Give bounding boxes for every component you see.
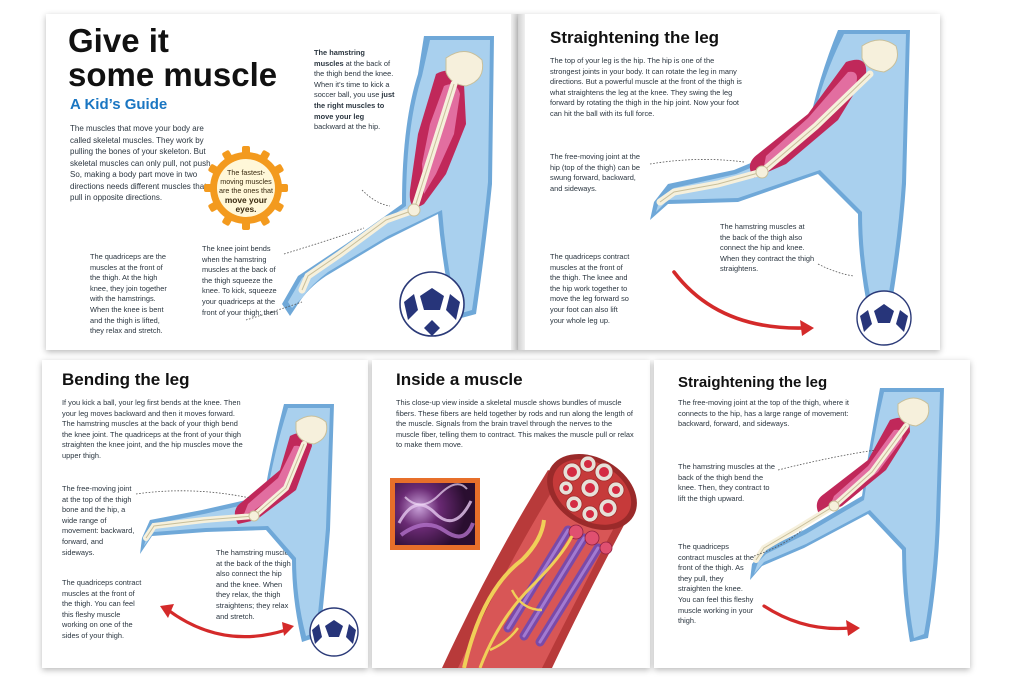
hamstring-callout-b1: The hamstring muscles — [314, 48, 365, 68]
intro-text: The muscles that move your body are call… — [70, 124, 213, 202]
leg-illustration-kick-back — [245, 36, 494, 337]
leg-illustration-straighten — [750, 388, 944, 642]
hamstring-callout: The hamstring muscles at the back of the… — [314, 48, 396, 133]
gear-icon — [204, 146, 288, 230]
intro-text: If you kick a ball, your leg first bends… — [62, 398, 243, 460]
page-title: Straightening the leg — [678, 374, 828, 391]
hamstring-callout-b2: just the right muscles to move your leg — [314, 90, 395, 121]
quad-callout: The quadriceps contract muscles at the f… — [550, 252, 630, 325]
muscle-cross-section-illustration — [442, 454, 637, 668]
page-title: Bending the leg — [62, 370, 190, 389]
hamstring-callout-t2: backward at the hip. — [314, 122, 381, 132]
gear-fact-bold: move your eyes. — [224, 194, 268, 214]
page-subtitle: A Kid’s Guide — [70, 96, 168, 113]
straighten-arrow-icon — [762, 604, 852, 631]
gear-fact-pre: The fastest-moving muscles are the ones … — [219, 168, 273, 196]
quadriceps-callout: The quadriceps are the muscles at the fr… — [90, 252, 167, 336]
intro-text: The top of your leg is the hip. The hip … — [550, 56, 742, 118]
page-straightening-leg-top: Straightening the leg The top of your le… — [518, 14, 940, 350]
microscope-photo — [390, 478, 480, 550]
bend-arrow-icon — [166, 608, 288, 639]
hamstring-callout: The hamstring muscles at the back of the… — [720, 222, 815, 274]
spread-gutter-top — [511, 14, 525, 350]
quad-callout: The quadriceps contract muscles at the f… — [678, 542, 754, 626]
page-title-line2: some muscle — [68, 56, 278, 93]
page-bending-leg: Bending the leg If you kick a ball, your… — [42, 360, 368, 668]
intro-text: This close-up view inside a skeletal mus… — [396, 398, 634, 450]
hamstring-callout: The hamstring muscles at the back of the… — [678, 462, 775, 503]
swing-arrow-icon — [672, 270, 806, 330]
fact-gear-badge: The fastest-moving muscles are the ones … — [202, 144, 290, 232]
leg-illustration-bend-back — [135, 404, 359, 657]
hip-joint-callout: The free-moving joint at the hip (top of… — [550, 152, 640, 193]
intro-text: The free-moving joint at the top of the … — [678, 398, 849, 429]
hip-joint-callout: The free-moving joint at the top of the … — [62, 484, 135, 557]
page-give-it-some-muscle: Give it some muscle A Kid’s Guide The mu… — [46, 14, 518, 350]
page-title-line1: Give it — [68, 22, 169, 59]
page-straightening-leg-bottom: Straightening the leg The free-moving jo… — [654, 360, 970, 668]
quad-callout: The quadriceps contract muscles at the f… — [62, 578, 142, 640]
page-inside-muscle: Inside a muscle This close-up view insid… — [372, 360, 650, 668]
hamstring-callout: The hamstring muscles at the back of the… — [216, 548, 293, 621]
hamstring-callout-t1: at the back of the thigh bend the knee. … — [314, 58, 394, 100]
leg-illustration-swing-forward — [649, 30, 912, 346]
page-title: Straightening the leg — [550, 28, 720, 47]
gear-fact-text: The fastest-moving muscles are the ones … — [218, 168, 274, 214]
knee-callout: The knee joint bends when the hamstring … — [202, 244, 279, 317]
page-title: Inside a muscle — [396, 370, 523, 389]
